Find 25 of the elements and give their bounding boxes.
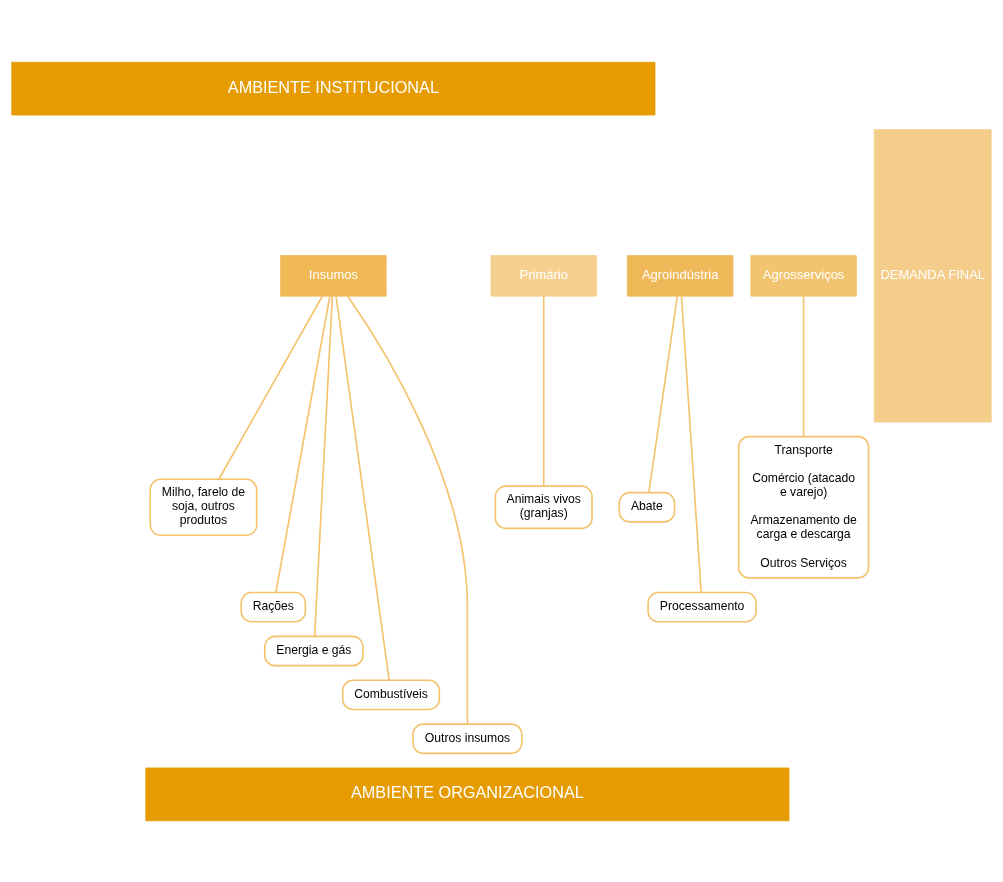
node-box: Rações [240,591,307,623]
node-box: Abate [618,491,676,523]
node-box: AMBIENTE INSTITUCIONAL [11,61,656,115]
node-box: Agroindústria [626,254,734,297]
node-box: DEMANDA FINAL [873,128,992,422]
connector [313,294,334,637]
connector [275,294,331,593]
node-box: Insumos [280,254,387,297]
connector [648,294,679,493]
node-box: Animais vivos (granjas) [494,484,593,529]
node-box: Outros insumos [412,722,523,754]
connector [802,294,805,437]
node-box: Milho, farelo de soja, outros produtos [149,477,258,536]
node-box: AMBIENTE ORGANIZACIONAL [145,767,790,821]
node-box: Primário [490,254,597,297]
connector [542,294,545,487]
connector [346,295,469,725]
connector [218,294,324,480]
node-box: Agrosserviços [750,254,857,297]
connector [680,294,702,593]
node-box: Energia e gás [263,635,364,666]
node-box: Transporte Comércio (atacado e varejo) Armazenamento de carga e descarga Outros Serviços [737,435,870,579]
connector [335,294,390,681]
node-box: Processamento [647,591,757,623]
node-box: Combustíveis [341,678,441,710]
